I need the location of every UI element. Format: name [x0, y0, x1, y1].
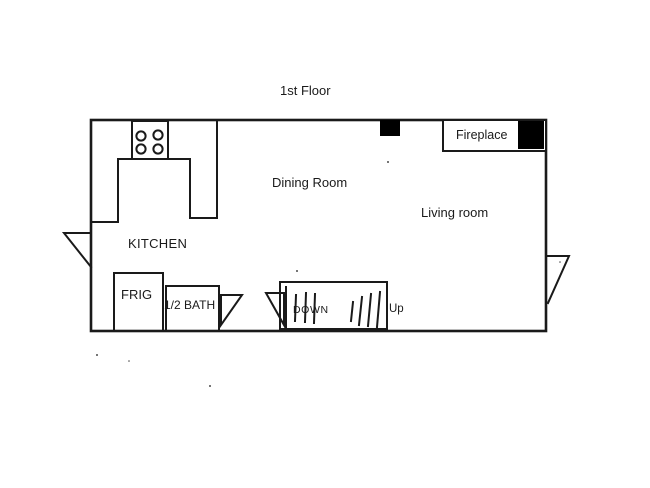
room-label-kitchen: KITCHEN	[128, 236, 188, 251]
stray-pen-marks	[96, 161, 561, 387]
fireplace-insert-block	[518, 121, 544, 149]
half-bath-box	[165, 285, 220, 332]
fridge-label: FRIG	[121, 287, 153, 302]
room-label-living: Living room	[421, 205, 489, 220]
half-bath-label: 1/2 BATH	[164, 298, 216, 312]
page-title: 1st Floor	[280, 83, 331, 98]
room-label-dining: Dining Room	[272, 175, 348, 190]
door-swing-icon-stairs	[264, 292, 285, 329]
door-swing-icon-left	[61, 232, 93, 269]
door-swing-icon-right	[545, 255, 571, 305]
chimney-block-icon	[380, 120, 400, 136]
kitchen-counter-right	[167, 120, 218, 219]
fridge-box	[113, 272, 164, 332]
fireplace-label: Fireplace	[456, 128, 508, 142]
stairs-up-label: Up	[389, 303, 404, 315]
door-swing-icon-bath	[220, 294, 244, 329]
stairs-down-label: DOWN	[293, 304, 329, 316]
stairs-box	[279, 281, 388, 330]
stove-burners-icon	[135, 129, 164, 155]
exterior-walls	[89, 118, 548, 333]
kitchen-counter-left	[90, 158, 133, 223]
stair-treads-icon	[285, 286, 382, 329]
stove-icon	[131, 120, 169, 160]
